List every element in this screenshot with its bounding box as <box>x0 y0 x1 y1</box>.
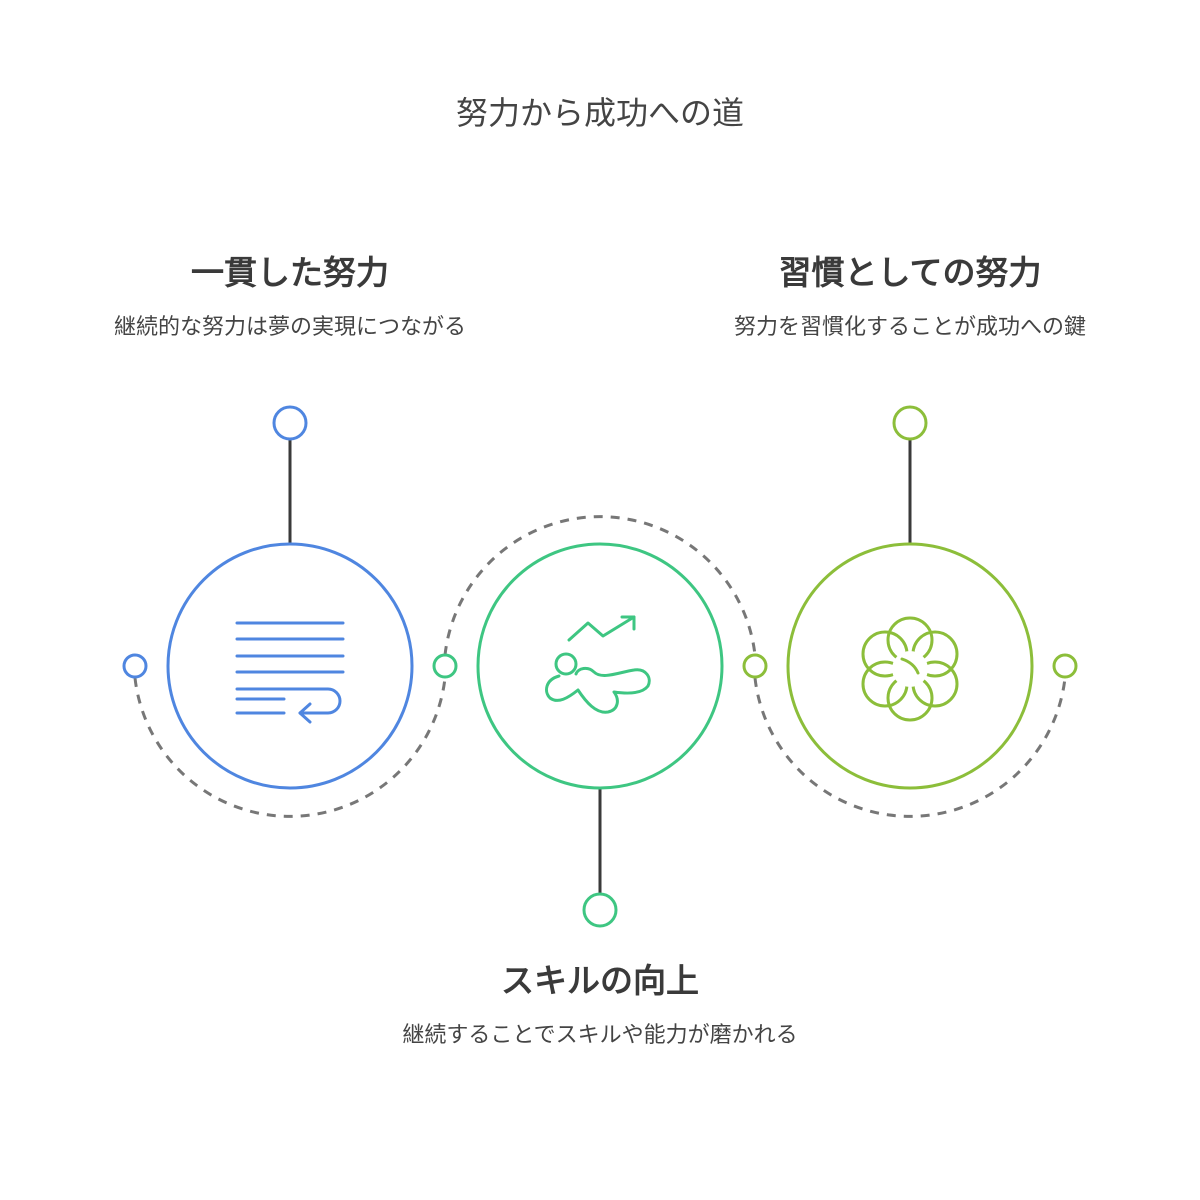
growth-figure-icon <box>545 615 651 714</box>
dashed-arc-middle <box>443 515 757 656</box>
step-description-1: 継続的な努力は夢の実現につながる <box>113 315 466 340</box>
step-title-3: 習慣としての努力 <box>778 253 1042 292</box>
dashed-arc-left <box>133 677 447 818</box>
dashed-wave <box>133 515 1067 818</box>
connector-dot-2 <box>582 892 618 928</box>
page-title: 努力から成功への道 <box>455 94 744 132</box>
junction-dot-4 <box>1052 653 1078 679</box>
connector-dot-3 <box>892 405 928 441</box>
step-description-2: 継続することでスキルや能力が磨かれる <box>402 1023 798 1048</box>
junction-dot-3 <box>742 653 768 679</box>
text-wrap-icon <box>235 621 345 724</box>
junction-dot-2 <box>432 653 458 679</box>
flower-icon <box>861 616 959 722</box>
step-title-1: 一貫した努力 <box>191 253 389 292</box>
step-circle-1 <box>166 542 414 790</box>
junction-dot-1 <box>122 653 148 679</box>
step-title-2: スキルの向上 <box>501 961 699 1000</box>
connector-dot-1 <box>272 405 308 441</box>
step-circle-2 <box>476 542 724 790</box>
dashed-arc-right <box>753 677 1067 818</box>
step-description-3: 努力を習慣化することが成功への鍵 <box>733 315 1086 340</box>
